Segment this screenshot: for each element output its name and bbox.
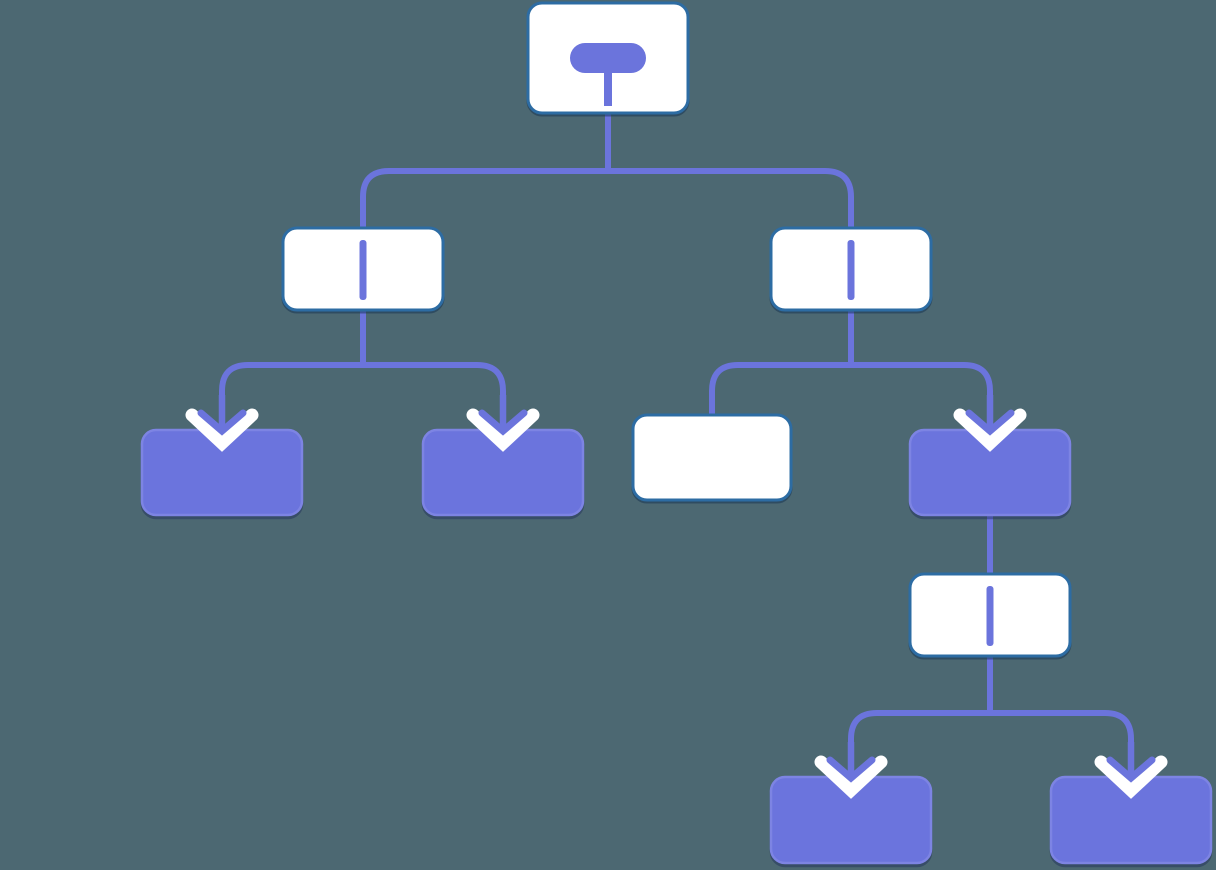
vertical-bar-icon bbox=[847, 240, 855, 300]
pill-shape bbox=[570, 43, 646, 73]
pill-with-stem-icon bbox=[570, 43, 646, 106]
arrowhead-chevron bbox=[478, 409, 528, 436]
arrowhead-chevron bbox=[826, 756, 876, 783]
vertical-bar-icon bbox=[986, 586, 994, 646]
chevron-white-band bbox=[953, 408, 1027, 452]
chevron-white-band bbox=[185, 408, 259, 452]
node-branch-left[interactable] bbox=[281, 226, 445, 312]
double-chevron-down-icon[interactable] bbox=[953, 395, 1027, 452]
double-chevron-down-icon[interactable] bbox=[466, 395, 540, 452]
edge-branch-left-children bbox=[219, 362, 506, 428]
node-sub-branch[interactable] bbox=[908, 572, 1072, 658]
node-layer bbox=[140, 1, 1213, 865]
arrowhead-chevron bbox=[197, 409, 247, 436]
edge-branch-right-children bbox=[709, 362, 993, 428]
edge-root-to-branches bbox=[360, 168, 854, 230]
arrowhead-chevron bbox=[965, 409, 1015, 436]
edge-sub-children bbox=[848, 710, 1134, 761]
chevron-white-band bbox=[466, 408, 540, 452]
node-body bbox=[631, 413, 793, 502]
connector-layer bbox=[219, 111, 1134, 761]
double-chevron-down-icon[interactable] bbox=[1094, 742, 1168, 799]
pill-stem bbox=[604, 72, 612, 106]
node-root[interactable] bbox=[526, 1, 690, 115]
arrow-layer bbox=[185, 395, 1168, 799]
arrowhead-chevron bbox=[1106, 756, 1156, 783]
node-child-right-plain[interactable] bbox=[631, 413, 793, 502]
double-chevron-down-icon[interactable] bbox=[814, 742, 888, 799]
node-branch-right[interactable] bbox=[769, 226, 933, 312]
chevron-white-band bbox=[814, 755, 888, 799]
double-chevron-down-icon[interactable] bbox=[185, 395, 259, 452]
chevron-white-band bbox=[1094, 755, 1168, 799]
vertical-bar-icon bbox=[359, 240, 367, 300]
